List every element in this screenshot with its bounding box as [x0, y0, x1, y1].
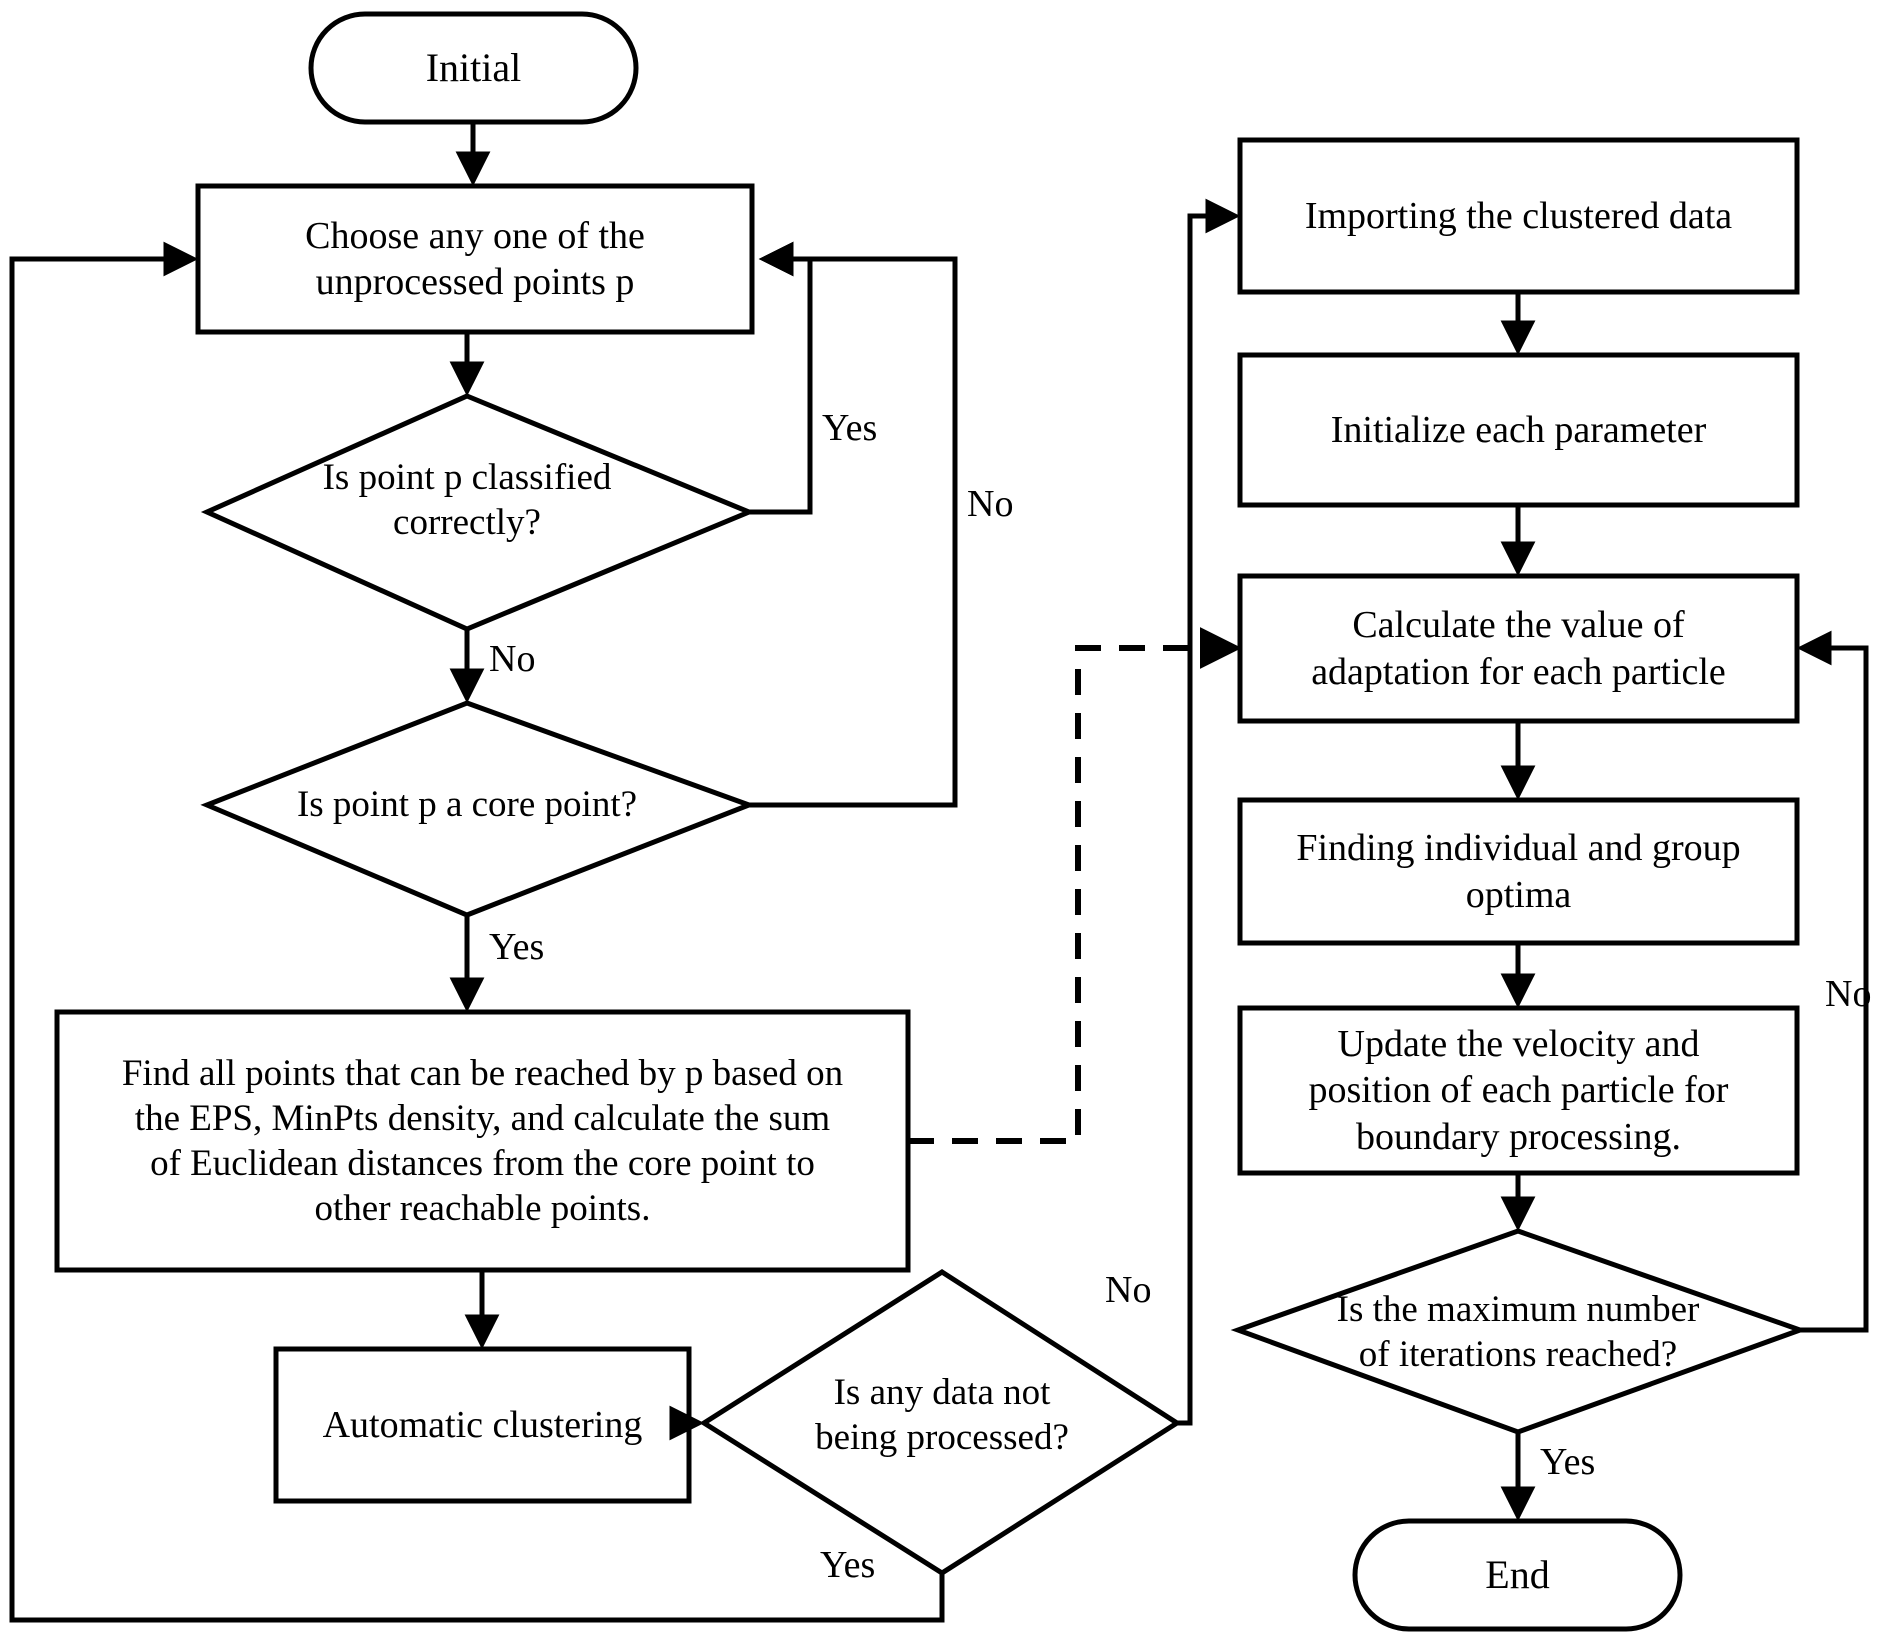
- edge-label-iterations-no: No: [1825, 973, 1872, 1015]
- edge-classified-yes-to-choose: [749, 241, 813, 515]
- node-initialize-parameter-shape: [1237, 352, 1800, 508]
- node-is-core-point-shape: [200, 700, 757, 918]
- node-find-points-shape: [54, 1009, 911, 1273]
- node-update-velocity-shape: [1237, 1005, 1800, 1176]
- node-end-shape: [1352, 1518, 1683, 1632]
- edge-label-iterations-yes: Yes: [1540, 1441, 1596, 1483]
- edge-label-anydata-no: No: [1105, 1269, 1152, 1311]
- node-is-classified-shape: [200, 393, 756, 632]
- edge-core-no-to-choose: [749, 241, 958, 808]
- node-automatic-clustering-shape: [273, 1346, 692, 1504]
- edge-maxiter-no-to-calculate: [1796, 630, 1869, 1333]
- node-importing-data-shape: [1237, 137, 1800, 295]
- edge-label-classified-no: No: [967, 483, 1014, 525]
- edge-find-to-calculate-dashed: [908, 627, 1242, 1144]
- edge-anydata-no-to-importing: [1177, 198, 1241, 1426]
- node-max-iterations-shape: [1230, 1228, 1808, 1435]
- node-choose-point-shape: [195, 183, 755, 335]
- edge-label-classified-yes: Yes: [822, 407, 878, 449]
- node-initial-shape: [308, 11, 639, 125]
- edge-label-anydata-yes: Yes: [820, 1544, 876, 1586]
- node-finding-optima-shape: [1237, 797, 1800, 946]
- edge-label-core-yes: Yes: [489, 926, 545, 968]
- node-calculate-adaptation-shape: [1237, 573, 1800, 724]
- node-any-data-shape: [699, 1269, 1182, 1576]
- edge-anydata-yes-to-choose: [9, 241, 945, 1623]
- edge-label-core-no: No: [489, 638, 536, 680]
